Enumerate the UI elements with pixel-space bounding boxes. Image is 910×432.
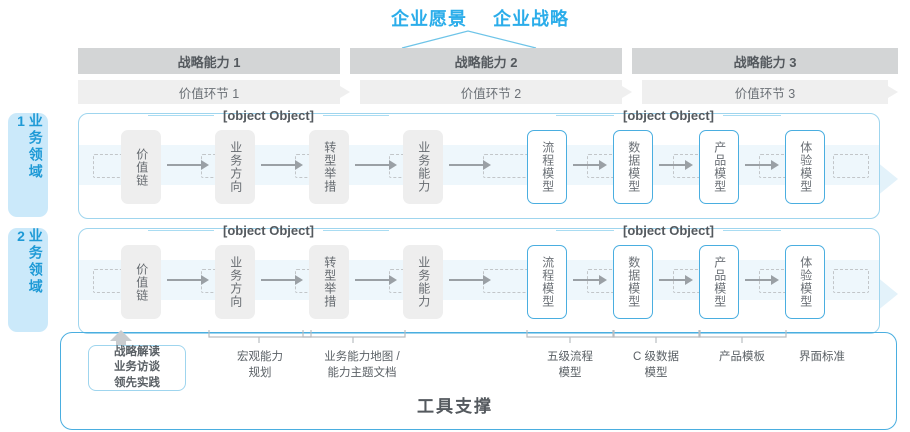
row-2-node-experience-model[interactable]: 体验模型: [785, 245, 825, 319]
row-1-node-capability-label: 业务能力: [416, 141, 431, 193]
row-1-node-product-model-label: 产品模型: [712, 141, 727, 193]
side-tab-domain-2[interactable]: 业务领域 2: [8, 228, 48, 332]
row-2-node-product-model[interactable]: 产品模型: [699, 245, 739, 319]
side-tab-domain-1-label: 业务领域 1: [13, 113, 44, 181]
capability-cell-2: 战略能力 2: [350, 48, 622, 74]
row-2-node-business-direction-label: 业务方向: [228, 256, 243, 308]
row-1-node-transformation[interactable]: 转型举措: [309, 130, 349, 204]
row-1-node-data-model-label: 数据模型: [626, 141, 641, 193]
row-1-node-transformation-label: 转型举措: [322, 141, 337, 193]
row-2-arrow-3: [355, 275, 397, 285]
value-chain-cell-1: 价值环节 1: [78, 80, 340, 104]
domain-row-1: 价值链 业务方向 转型举措 业务能力 流程模型 数据模型 产品模型 体验模型: [78, 113, 880, 219]
domain-row-2: 价值链 业务方向 转型举措 业务能力 流程模型 数据模型 产品模型 体验模型: [78, 228, 880, 334]
row-1-node-process-model-label: 流程模型: [540, 141, 555, 193]
row-1-node-value-chain-label: 价值链: [134, 147, 149, 187]
row-1-dash-right: [833, 154, 869, 178]
value-chain-cell-3: 价值环节 3: [642, 80, 888, 104]
row-1-node-process-model[interactable]: 流程模型: [527, 130, 567, 204]
tool-bracket-3: [526, 330, 615, 343]
capability-cell-3: 战略能力 3: [632, 48, 898, 74]
row-1-arrow-1: [167, 160, 209, 170]
tool-bracket-4: [612, 330, 701, 343]
row-1-arrow-5: [573, 160, 607, 170]
tool-item-capability-map: 业务能力地图 / 能力主题文档: [324, 351, 400, 379]
row-1-node-data-model[interactable]: 数据模型: [613, 130, 653, 204]
row-1-section-modeling-label: [object Object]: [623, 107, 715, 123]
row-2-node-value-chain-label: 价值链: [134, 262, 149, 302]
value-chain-cell-2: 价值环节 2: [360, 80, 622, 104]
tool-up-arrow: [110, 330, 132, 352]
row-1-node-business-direction-label: 业务方向: [228, 141, 243, 193]
row-1-arrow-3: [355, 160, 397, 170]
capability-cell-1: 战略能力 1: [78, 48, 340, 74]
row-1-section-planning: [object Object]: [148, 107, 390, 123]
row-1-arrow-6: [659, 160, 693, 170]
row-2-section-planning: [object Object]: [148, 222, 390, 238]
row-2-node-business-direction[interactable]: 业务方向: [215, 245, 255, 319]
row-2-section-modeling-label: [object Object]: [623, 222, 715, 238]
row-1-arrow-7: [745, 160, 779, 170]
row-2-arrow-2: [261, 275, 303, 285]
row-2-node-capability-label: 业务能力: [416, 256, 431, 308]
row-1-node-experience-model[interactable]: 体验模型: [785, 130, 825, 204]
value-chain-bar: 价值环节 1 价值环节 2 价值环节 3: [78, 80, 898, 104]
row-1-section-modeling: [object Object]: [556, 107, 782, 123]
tool-item-macro-capability-planning: 宏观能力 规划: [237, 351, 283, 379]
row-2-arrow-6: [659, 275, 693, 285]
row-2-node-value-chain[interactable]: 价值链: [121, 245, 161, 319]
tool-item-product-template: 产品模板: [719, 351, 765, 363]
side-tab-domain-2-label: 业务领域 2: [13, 228, 44, 296]
tool-bracket-1: [208, 330, 312, 343]
row-2-section-planning-label: [object Object]: [223, 222, 315, 238]
row-1-node-capability[interactable]: 业务能力: [403, 130, 443, 204]
row-1-node-business-direction[interactable]: 业务方向: [215, 130, 255, 204]
row-2-section-modeling: [object Object]: [556, 222, 782, 238]
row-1-node-product-model[interactable]: 产品模型: [699, 130, 739, 204]
row-2-node-process-model-label: 流程模型: [540, 256, 555, 308]
tool-item-interface-standard: 界面标准: [799, 351, 845, 363]
tool-support-container: [60, 332, 897, 430]
tool-support-title: 工具支撑: [417, 397, 493, 416]
row-1-arrow-2: [261, 160, 303, 170]
title-enterprise-strategy: 企业战略: [493, 9, 569, 29]
title-enterprise-vision: 企业愿景: [391, 9, 467, 29]
row-2-node-transformation[interactable]: 转型举措: [309, 245, 349, 319]
row-2-node-process-model[interactable]: 流程模型: [527, 245, 567, 319]
side-tab-domain-1[interactable]: 业务领域 1: [8, 113, 48, 217]
row-1-section-planning-label: [object Object]: [223, 107, 315, 123]
tool-bracket-2: [302, 330, 406, 343]
row-2-node-data-model-label: 数据模型: [626, 256, 641, 308]
title-connector-line: [401, 30, 537, 49]
row-1-node-experience-model-label: 体验模型: [798, 141, 813, 193]
tool-item-strategy-interpretation[interactable]: 战略解读 业务访谈 领先实践: [88, 345, 186, 391]
row-2-node-experience-model-label: 体验模型: [798, 256, 813, 308]
capability-bar: 战略能力 1 战略能力 2 战略能力 3: [78, 48, 898, 74]
row-2-arrow-1: [167, 275, 209, 285]
row-2-arrow-7: [745, 275, 779, 285]
row-2-arrow-4: [449, 275, 491, 285]
row-2-node-data-model[interactable]: 数据模型: [613, 245, 653, 319]
tool-bracket-5: [698, 330, 787, 343]
row-2-dash-right: [833, 269, 869, 293]
tool-item-c-level-data-model: C 级数据 模型: [633, 351, 679, 379]
row-2-node-transformation-label: 转型举措: [322, 256, 337, 308]
row-1-arrow-4: [449, 160, 491, 170]
tool-item-five-level-process-model: 五级流程 模型: [547, 351, 593, 379]
row-1-node-value-chain[interactable]: 价值链: [121, 130, 161, 204]
row-2-node-product-model-label: 产品模型: [712, 256, 727, 308]
row-2-arrow-5: [573, 275, 607, 285]
row-2-node-capability[interactable]: 业务能力: [403, 245, 443, 319]
top-titles-group: 企业愿景 企业战略: [340, 4, 620, 32]
